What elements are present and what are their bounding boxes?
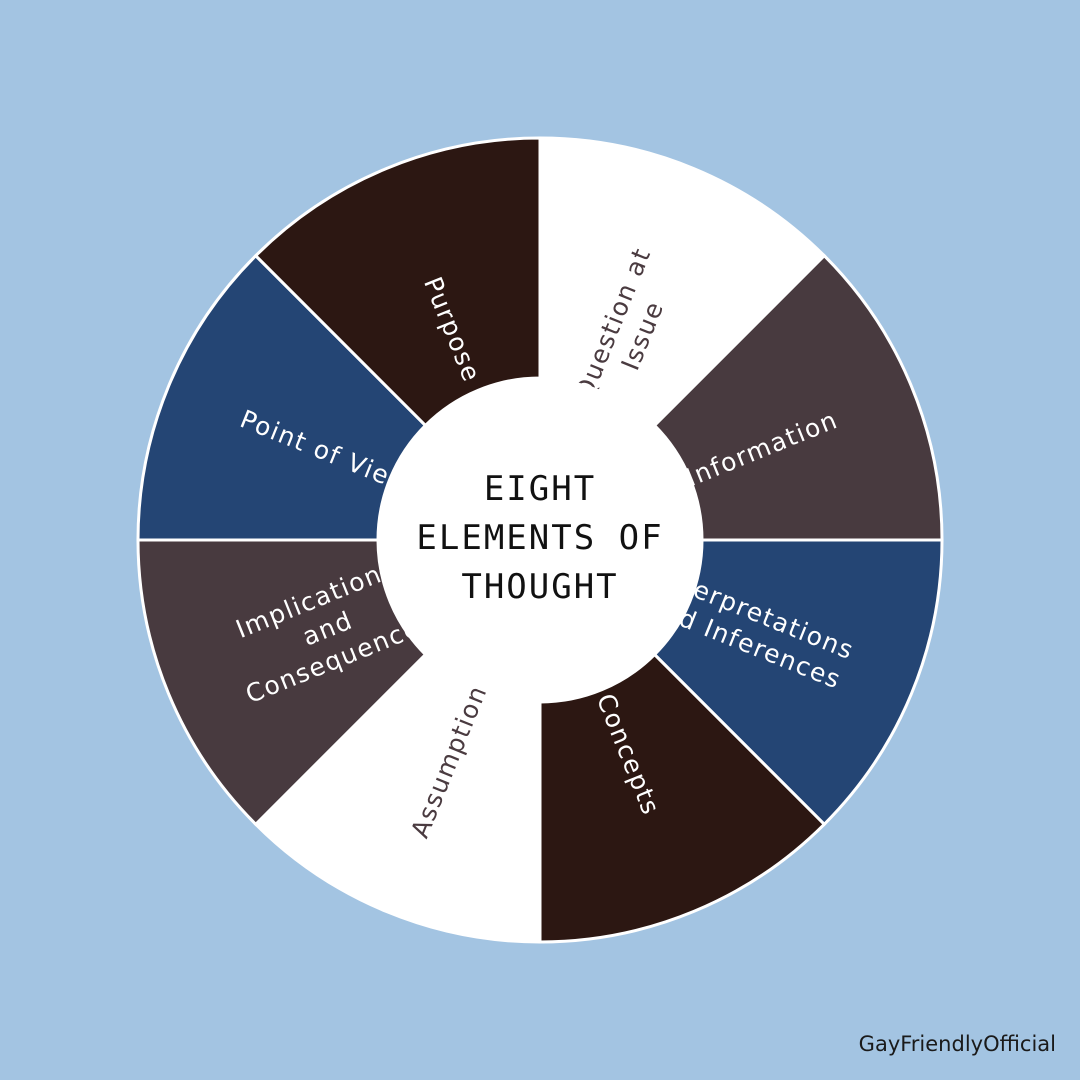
wheel-segments — [136, 136, 944, 944]
center-title-line-3: THOUGHT — [461, 567, 618, 607]
center-hub — [378, 378, 702, 702]
center-title-line-2: ELEMENTS OF — [416, 518, 663, 558]
center-title-line-1: EIGHT — [484, 469, 596, 509]
watermark: GayFriendlyOfficial — [858, 1032, 1056, 1056]
